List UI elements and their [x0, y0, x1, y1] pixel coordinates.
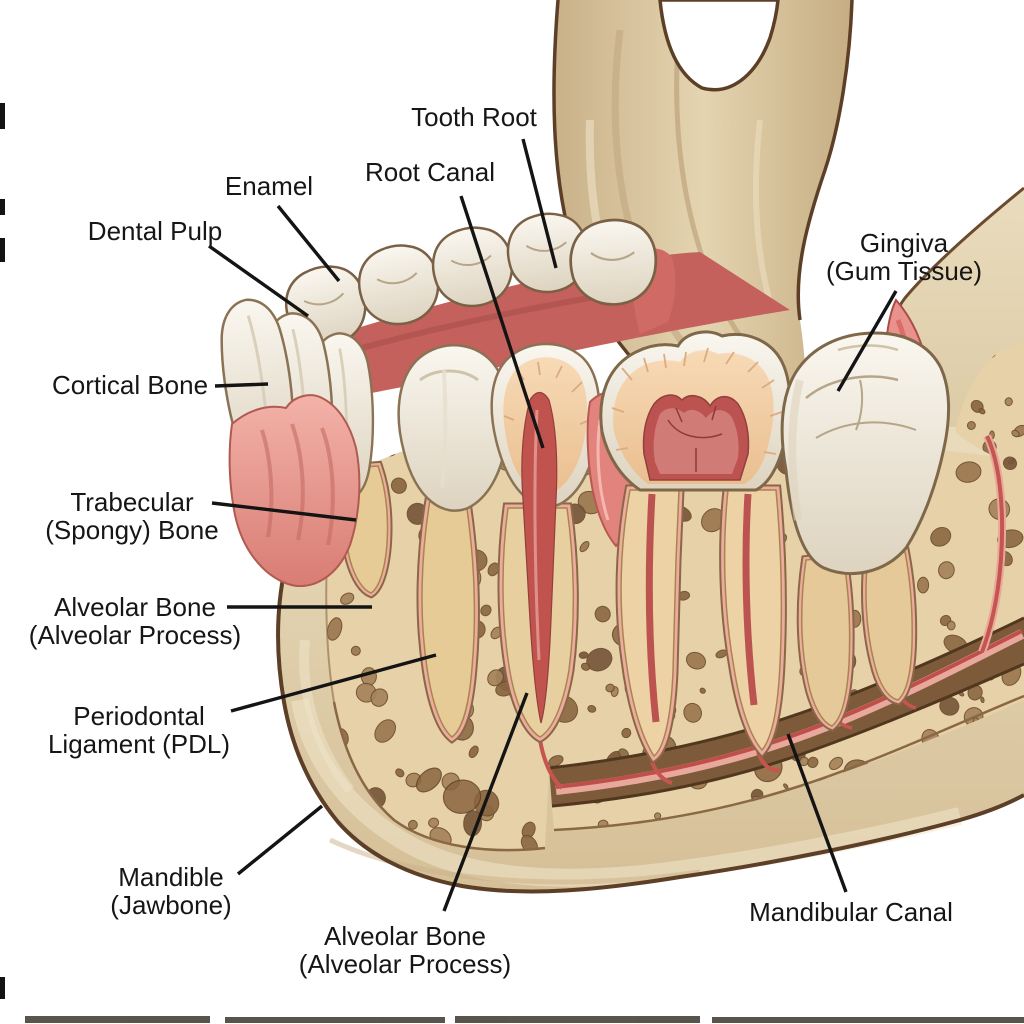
label-tooth-root: Tooth Root — [411, 102, 537, 132]
leader-mandible — [236, 804, 324, 876]
leader-trabecular-bone — [211, 501, 357, 522]
intact-molar — [780, 331, 951, 726]
leader-alveolar-bone-bottom — [442, 692, 529, 912]
premolar-tooth — [397, 344, 510, 737]
label-dental-pulp: Dental Pulp — [87, 216, 223, 246]
label-alveolar-bone-left: Alveolar Bone(Alveolar Process) — [28, 592, 242, 650]
label-gingiva: Gingiva(Gum Tissue) — [825, 228, 983, 286]
leader-tooth-root — [521, 138, 558, 269]
leader-gingiva — [836, 290, 898, 392]
sectioned-molar — [599, 330, 792, 756]
sigmoid-notch — [658, 0, 780, 92]
leader-lines — [208, 138, 898, 912]
label-cortical-bone: Cortical Bone — [51, 370, 209, 400]
leader-dental-pulp — [208, 244, 309, 318]
back-teeth-row — [277, 207, 661, 355]
leader-enamel — [276, 204, 341, 283]
leader-periodontal-ligament — [230, 653, 437, 713]
label-root-canal: Root Canal — [364, 157, 496, 187]
label-alveolar-bone-bottom: Alveolar Bone(Alveolar Process) — [298, 921, 512, 979]
root-canal-pulp — [521, 391, 558, 724]
label-trabecular-bone: Trabecular(Spongy) Bone — [45, 487, 219, 545]
anterior-gingiva — [228, 394, 361, 587]
leader-cortical-bone — [214, 382, 269, 388]
leader-root-canal — [459, 195, 545, 449]
leader-mandibular-canal — [786, 733, 848, 893]
edge-artifacts — [0, 103, 1024, 1023]
label-mandibular-canal: Mandibular Canal — [749, 897, 953, 927]
inferior-alveolar-nerve — [555, 629, 1024, 795]
label-mandible: Mandible(Jawbone) — [110, 862, 232, 920]
label-enamel: Enamel — [224, 171, 314, 201]
